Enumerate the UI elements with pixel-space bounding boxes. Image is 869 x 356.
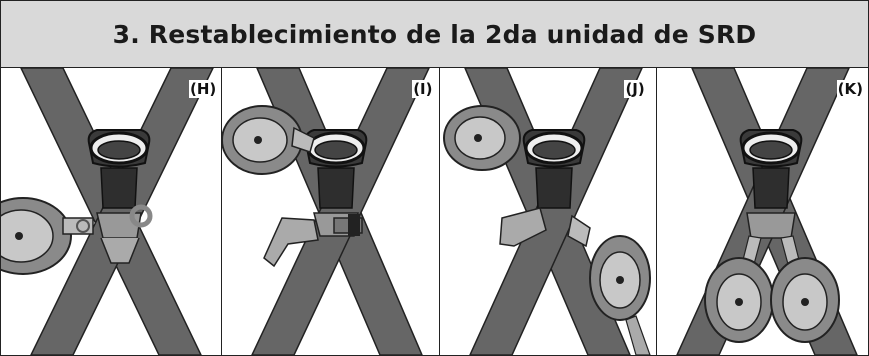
harness-illustration-j: [443, 68, 652, 355]
harness-illustration-k: [675, 68, 858, 355]
panel-i: (I): [222, 68, 441, 355]
step-panels: (H) (I): [1, 68, 868, 355]
panel-label-k: (K): [836, 80, 864, 98]
panel-k: (K): [656, 68, 868, 355]
panel-label-h: (H): [188, 80, 218, 98]
section-title: 3. Restablecimiento de la 2da unidad de …: [112, 19, 757, 49]
panel-h: (H): [1, 68, 223, 355]
harness-illustration-i: [222, 68, 431, 355]
panel-label-i: (I): [412, 80, 434, 98]
panel-label-j: (J): [624, 80, 646, 98]
section-header: 3. Restablecimiento de la 2da unidad de …: [1, 1, 868, 68]
harness-illustration-h: [1, 68, 214, 355]
panel-j: (J): [440, 68, 657, 355]
